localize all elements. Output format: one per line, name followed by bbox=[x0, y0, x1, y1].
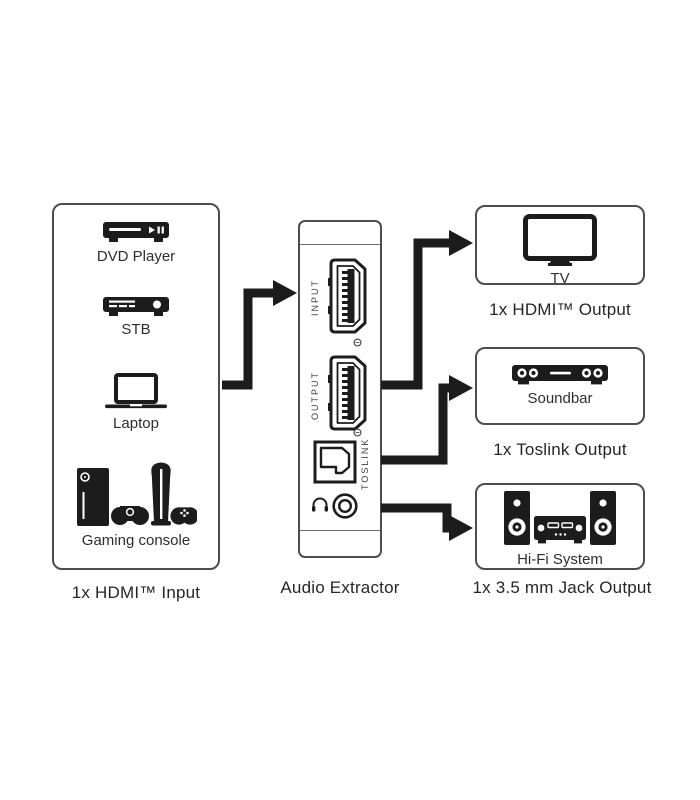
output-caption-tv: 1x HDMI™ Output bbox=[489, 300, 631, 319]
arrowhead-icon bbox=[449, 230, 473, 256]
hifi-system-icon bbox=[504, 491, 616, 547]
source-item-gaming-console: Gaming console bbox=[54, 462, 218, 550]
output-box-soundbar: Soundbar bbox=[475, 347, 645, 425]
output-box-hifi: Hi-Fi System bbox=[475, 483, 645, 570]
arrow-sources-to-input bbox=[222, 288, 275, 390]
sources-box: DVD Player STB bbox=[52, 203, 220, 570]
hdmi-input-port-label: INPUT bbox=[310, 279, 320, 317]
jack-3-5mm-port-icon bbox=[331, 492, 359, 520]
hdmi-input-port-icon bbox=[328, 258, 368, 334]
arrowhead-icon bbox=[273, 280, 297, 306]
stb-icon bbox=[102, 297, 170, 317]
toslink-port-icon bbox=[313, 440, 357, 484]
output-item-label: Hi-Fi System bbox=[517, 551, 603, 568]
device-bottom-seam bbox=[300, 530, 380, 531]
arrow-jack-to-hifi bbox=[381, 503, 452, 533]
laptop-icon bbox=[105, 373, 167, 411]
device-caption: Audio Extractor bbox=[280, 578, 400, 597]
output-caption-soundbar: 1x Toslink Output bbox=[493, 440, 627, 459]
audio-extractor-device: INPUT OUTP bbox=[298, 220, 382, 558]
source-item-stb: STB bbox=[54, 297, 218, 339]
headphone-icon bbox=[311, 496, 329, 513]
sources-caption: 1x HDMI™ Input bbox=[71, 583, 201, 602]
tv-icon bbox=[523, 214, 597, 266]
arrow-output-to-tv bbox=[381, 238, 451, 390]
output-item-tv: TV bbox=[477, 214, 643, 288]
output-item-soundbar: Soundbar bbox=[477, 365, 643, 408]
hdmi-output-port-label: OUTPUT bbox=[310, 371, 320, 421]
hdmi-output-port-icon bbox=[328, 355, 368, 431]
source-item-laptop: Laptop bbox=[54, 373, 218, 433]
arrow-toslink-to-soundbar bbox=[381, 383, 451, 465]
screw-icon bbox=[353, 338, 362, 347]
output-caption-hifi: 1x 3.5 mm Jack Output bbox=[472, 578, 652, 597]
source-item-label: Laptop bbox=[113, 415, 159, 432]
output-item-label: Soundbar bbox=[527, 390, 593, 407]
output-item-label: TV bbox=[550, 270, 570, 287]
output-box-tv: TV bbox=[475, 205, 645, 288]
source-item-label: STB bbox=[121, 321, 151, 338]
dvd-player-icon bbox=[102, 222, 170, 244]
toslink-port-label: TOSLINK bbox=[360, 437, 370, 490]
output-item-hifi: Hi-Fi System bbox=[477, 491, 643, 569]
source-item-dvd-player: DVD Player bbox=[54, 222, 218, 266]
gaming-console-icon bbox=[75, 462, 197, 528]
soundbar-icon bbox=[511, 365, 609, 386]
device-top-seam bbox=[300, 244, 380, 245]
arrowhead-icon bbox=[449, 375, 473, 401]
source-item-label: DVD Player bbox=[96, 248, 176, 265]
arrowhead-icon bbox=[449, 515, 473, 541]
source-item-label: Gaming console bbox=[81, 532, 191, 549]
screw-icon bbox=[353, 428, 362, 437]
